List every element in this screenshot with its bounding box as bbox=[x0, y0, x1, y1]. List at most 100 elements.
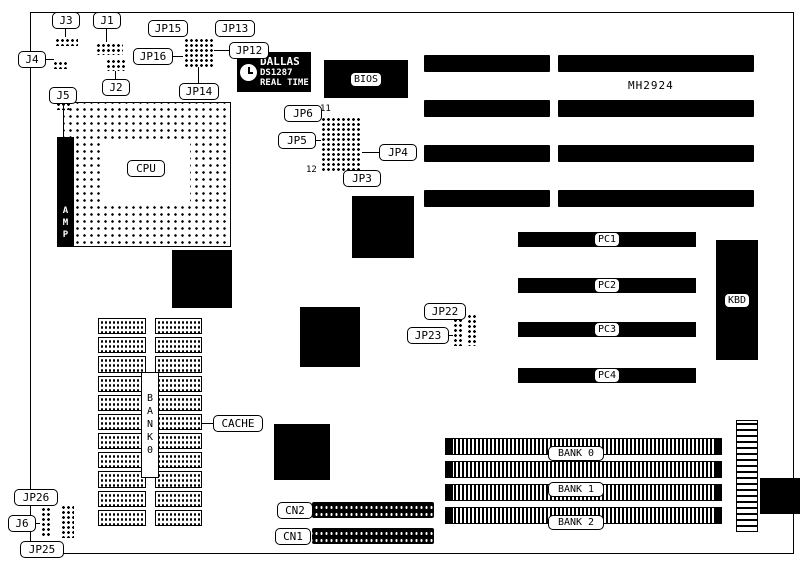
isa-slot-4-right bbox=[558, 190, 754, 207]
pin-number-12: 12 bbox=[306, 165, 317, 175]
dip-socket bbox=[98, 413, 146, 431]
callout-jp26: JP26 bbox=[14, 489, 58, 506]
isa-slot-2-left bbox=[424, 100, 550, 117]
jumper-j4-pins bbox=[52, 60, 68, 69]
dip-socket bbox=[98, 452, 146, 469]
leader-line-jp12 bbox=[214, 50, 229, 51]
dip-socket bbox=[154, 471, 202, 488]
callout-cache: CACHE bbox=[213, 415, 263, 432]
dip-socket bbox=[98, 509, 146, 526]
leader-line-j1 bbox=[106, 29, 107, 42]
cn1-header bbox=[312, 528, 434, 544]
jumper-j2-pins bbox=[105, 58, 125, 71]
kbd-controller-chip: KBD bbox=[716, 240, 758, 360]
dip-socket bbox=[98, 471, 146, 488]
pc1-label: PC1 bbox=[593, 232, 621, 247]
dip-socket bbox=[154, 394, 202, 411]
external-keyboard-connector bbox=[760, 478, 800, 514]
dallas-line3: REAL TIME bbox=[260, 78, 309, 88]
dip-socket bbox=[154, 337, 202, 354]
callout-j2: J2 bbox=[102, 79, 130, 96]
dallas-line1: DALLAS bbox=[260, 55, 300, 68]
dip-socket bbox=[154, 375, 202, 392]
leader-line-j3 bbox=[65, 29, 66, 37]
dallas-chip-text: DALLAS DS1287 REAL TIME bbox=[260, 55, 309, 89]
amp-label: AMP bbox=[60, 206, 71, 242]
leader-line-j6 bbox=[36, 523, 40, 524]
callout-jp16: JP16 bbox=[133, 48, 173, 65]
callout-jp6: JP6 bbox=[284, 105, 322, 122]
pc-slot-1: PC1 bbox=[518, 232, 696, 247]
callout-jp5: JP5 bbox=[278, 132, 316, 149]
dip-socket bbox=[98, 318, 146, 335]
pc-slot-4: PC4 bbox=[518, 368, 696, 383]
leader-line-jp5 bbox=[316, 140, 321, 141]
leader-line-j4 bbox=[46, 59, 54, 60]
cn2-header bbox=[312, 502, 434, 518]
pc2-label: PC2 bbox=[593, 278, 621, 293]
bank1-label: BANK 1 bbox=[548, 482, 604, 497]
dip-socket bbox=[154, 433, 202, 450]
chipset-ic-1 bbox=[352, 196, 414, 258]
jumper-jp23-pins bbox=[466, 313, 476, 346]
dip-socket bbox=[98, 433, 146, 450]
leader-line-jp23 bbox=[449, 335, 453, 336]
callout-j5: J5 bbox=[49, 87, 77, 104]
dip-socket bbox=[154, 318, 202, 335]
bios-chip: BIOS bbox=[324, 60, 408, 98]
dallas-rtc-chip: DALLAS DS1287 REAL TIME bbox=[237, 52, 311, 92]
leader-line-jp4 bbox=[362, 152, 379, 153]
cache-bank0-sockets bbox=[98, 318, 202, 526]
bios-label: BIOS bbox=[349, 71, 383, 87]
jumper-jp22-pins bbox=[452, 317, 462, 346]
callout-j4: J4 bbox=[18, 51, 46, 68]
pin-number-11: 11 bbox=[320, 104, 331, 114]
amp-voltage-regulator: AMP bbox=[57, 137, 74, 247]
board-part-number: MH2924 bbox=[628, 79, 674, 92]
board-outline bbox=[30, 12, 794, 554]
pc-slot-3: PC3 bbox=[518, 322, 696, 337]
isa-slot-1-left bbox=[424, 55, 550, 72]
jumper-j3-pins bbox=[54, 37, 78, 46]
leader-line-cache bbox=[202, 423, 213, 424]
callout-j3: J3 bbox=[52, 12, 80, 29]
callout-jp13: JP13 bbox=[215, 20, 255, 37]
jumper-block-jp3-jp6-pins bbox=[320, 116, 362, 172]
isa-slot-4-left bbox=[424, 190, 550, 207]
callout-j6: J6 bbox=[8, 515, 36, 532]
dip-socket bbox=[154, 452, 202, 469]
isa-slot-1-right bbox=[558, 55, 754, 72]
callout-cn1: CN1 bbox=[275, 528, 311, 545]
callout-jp15: JP15 bbox=[148, 20, 188, 37]
callout-cpu: CPU bbox=[127, 160, 165, 177]
dip-socket bbox=[98, 375, 146, 392]
callout-jp14: JP14 bbox=[179, 83, 219, 100]
jumper-block-jp12-jp16-pins bbox=[183, 37, 214, 67]
dip-socket bbox=[154, 356, 202, 373]
jumper-jp26-pins bbox=[40, 506, 52, 536]
power-connector bbox=[736, 420, 758, 532]
callout-jp3: JP3 bbox=[343, 170, 381, 187]
isa-slot-2-right bbox=[558, 100, 754, 117]
isa-slot-3-right bbox=[558, 145, 754, 162]
bank0-label: BANK 0 bbox=[548, 446, 604, 461]
callout-jp25: JP25 bbox=[20, 541, 64, 558]
clock-icon bbox=[240, 63, 257, 81]
simm-socket-2 bbox=[445, 461, 722, 478]
pc4-label: PC4 bbox=[593, 368, 621, 383]
dip-socket bbox=[98, 394, 146, 411]
dip-socket bbox=[98, 356, 146, 373]
dip-socket bbox=[154, 490, 202, 507]
dallas-line2: DS1287 bbox=[260, 68, 293, 78]
callout-j1: J1 bbox=[93, 12, 121, 29]
chipset-ic-3 bbox=[300, 307, 360, 367]
callout-jp22: JP22 bbox=[424, 303, 466, 320]
bank2-label: BANK 2 bbox=[548, 515, 604, 530]
dip-socket bbox=[98, 490, 146, 507]
leader-line-jp14 bbox=[198, 67, 199, 83]
bank0-vertical-label: BANK0 bbox=[141, 372, 159, 478]
jumper-j1-pins bbox=[95, 42, 123, 55]
callout-jp12: JP12 bbox=[229, 42, 269, 59]
dip-socket bbox=[98, 337, 146, 354]
